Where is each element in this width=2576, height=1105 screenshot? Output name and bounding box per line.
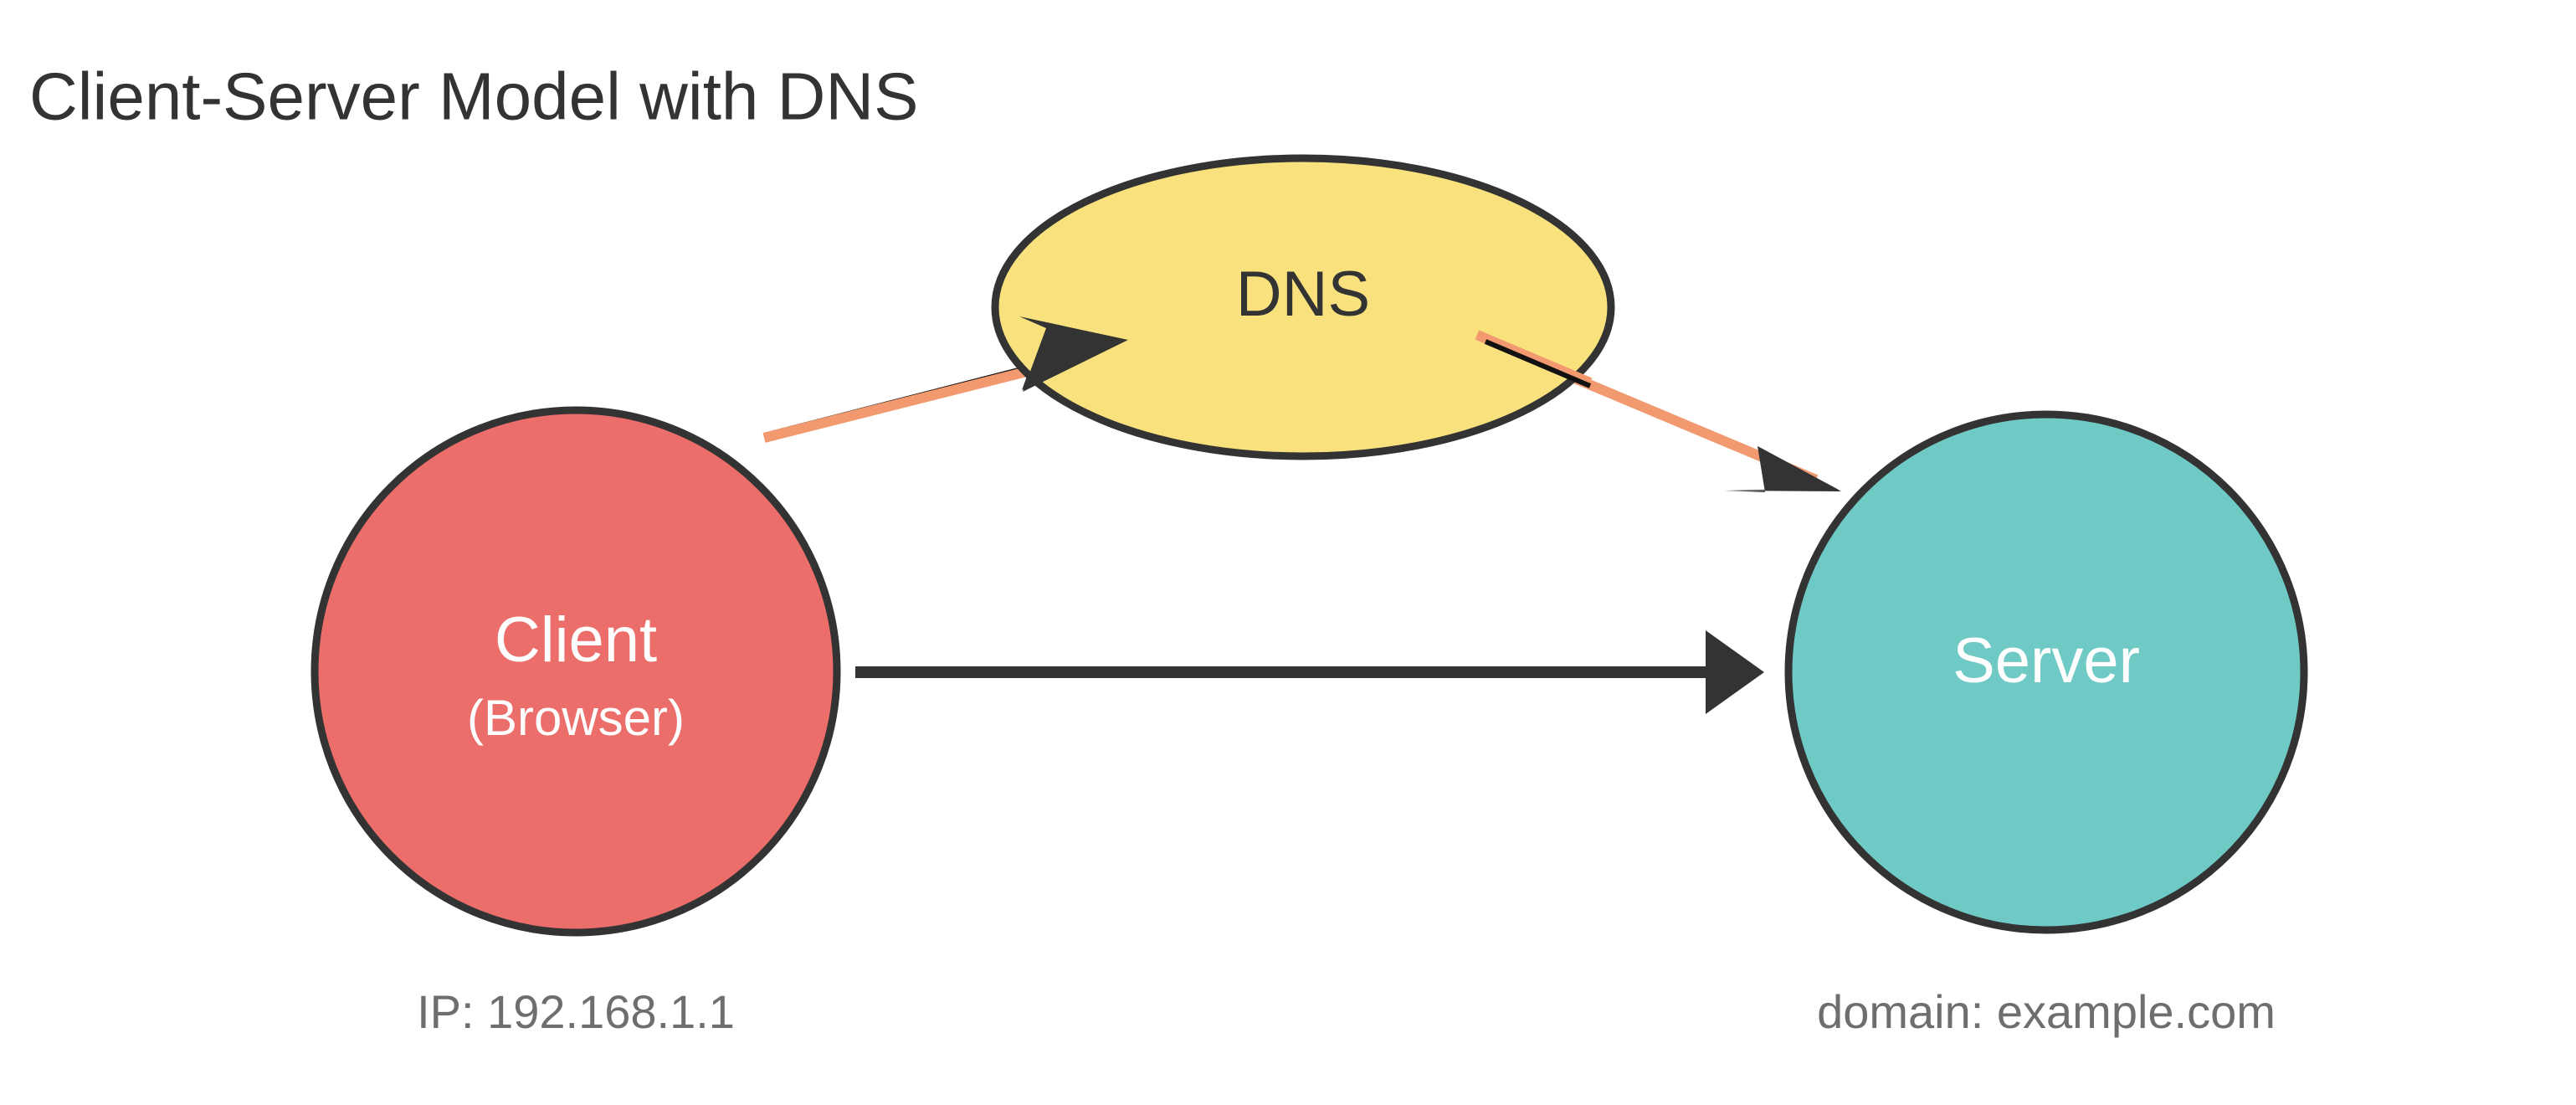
page-title: Client-Server Model with DNS — [29, 59, 919, 134]
node-server-circle[interactable] — [1784, 410, 2308, 934]
node-dns-label: DNS — [1236, 259, 1370, 330]
node-client-label: Client — [495, 604, 657, 676]
node-dns[interactable]: DNS — [991, 154, 1615, 460]
edge-client-to-dns-arrowhead-overlay — [1019, 316, 1128, 392]
node-client-sublabel: (Browser) — [467, 690, 685, 746]
edge-dns-to-server-baseline-overlay — [1484, 339, 1592, 388]
edge-dns-to-server-accent-overlay — [1475, 330, 1593, 388]
node-server-label: Server — [1953, 625, 2140, 696]
annotation-client-ip: IP: 192.168.1.1 — [417, 985, 735, 1038]
node-client[interactable]: Client (Browser) — [310, 406, 841, 937]
edge-overlay-arrowheads — [1019, 316, 1841, 492]
edge-client-to-server[interactable] — [855, 630, 1764, 714]
node-client-circle[interactable] — [310, 406, 841, 937]
node-dns-ellipse[interactable] — [991, 154, 1615, 460]
edge-client-to-server-arrowhead — [1706, 630, 1764, 714]
node-server[interactable]: Server — [1784, 410, 2308, 934]
edge-dns-to-server-arrowhead-overlay — [1724, 446, 1841, 492]
annotation-server-domain: domain: example.com — [1817, 985, 2276, 1038]
